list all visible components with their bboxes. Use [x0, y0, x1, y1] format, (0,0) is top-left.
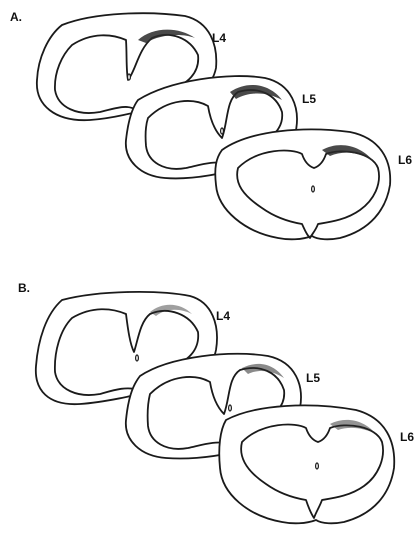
panel-a-label-l4: L4 — [212, 31, 226, 45]
panel-b-label: B. — [18, 281, 30, 295]
panel-b-label-l5: L5 — [306, 371, 320, 385]
panel-a-label: A. — [10, 10, 22, 24]
panel-b-label-l6: L6 — [400, 430, 414, 444]
panel-b-label-l4: L4 — [216, 309, 230, 323]
panel-a-section-l6 — [215, 129, 390, 239]
panel-b-section-l6 — [219, 405, 394, 523]
panel-a-label-l5: L5 — [302, 92, 316, 106]
panel-a-label-l6: L6 — [398, 153, 412, 167]
